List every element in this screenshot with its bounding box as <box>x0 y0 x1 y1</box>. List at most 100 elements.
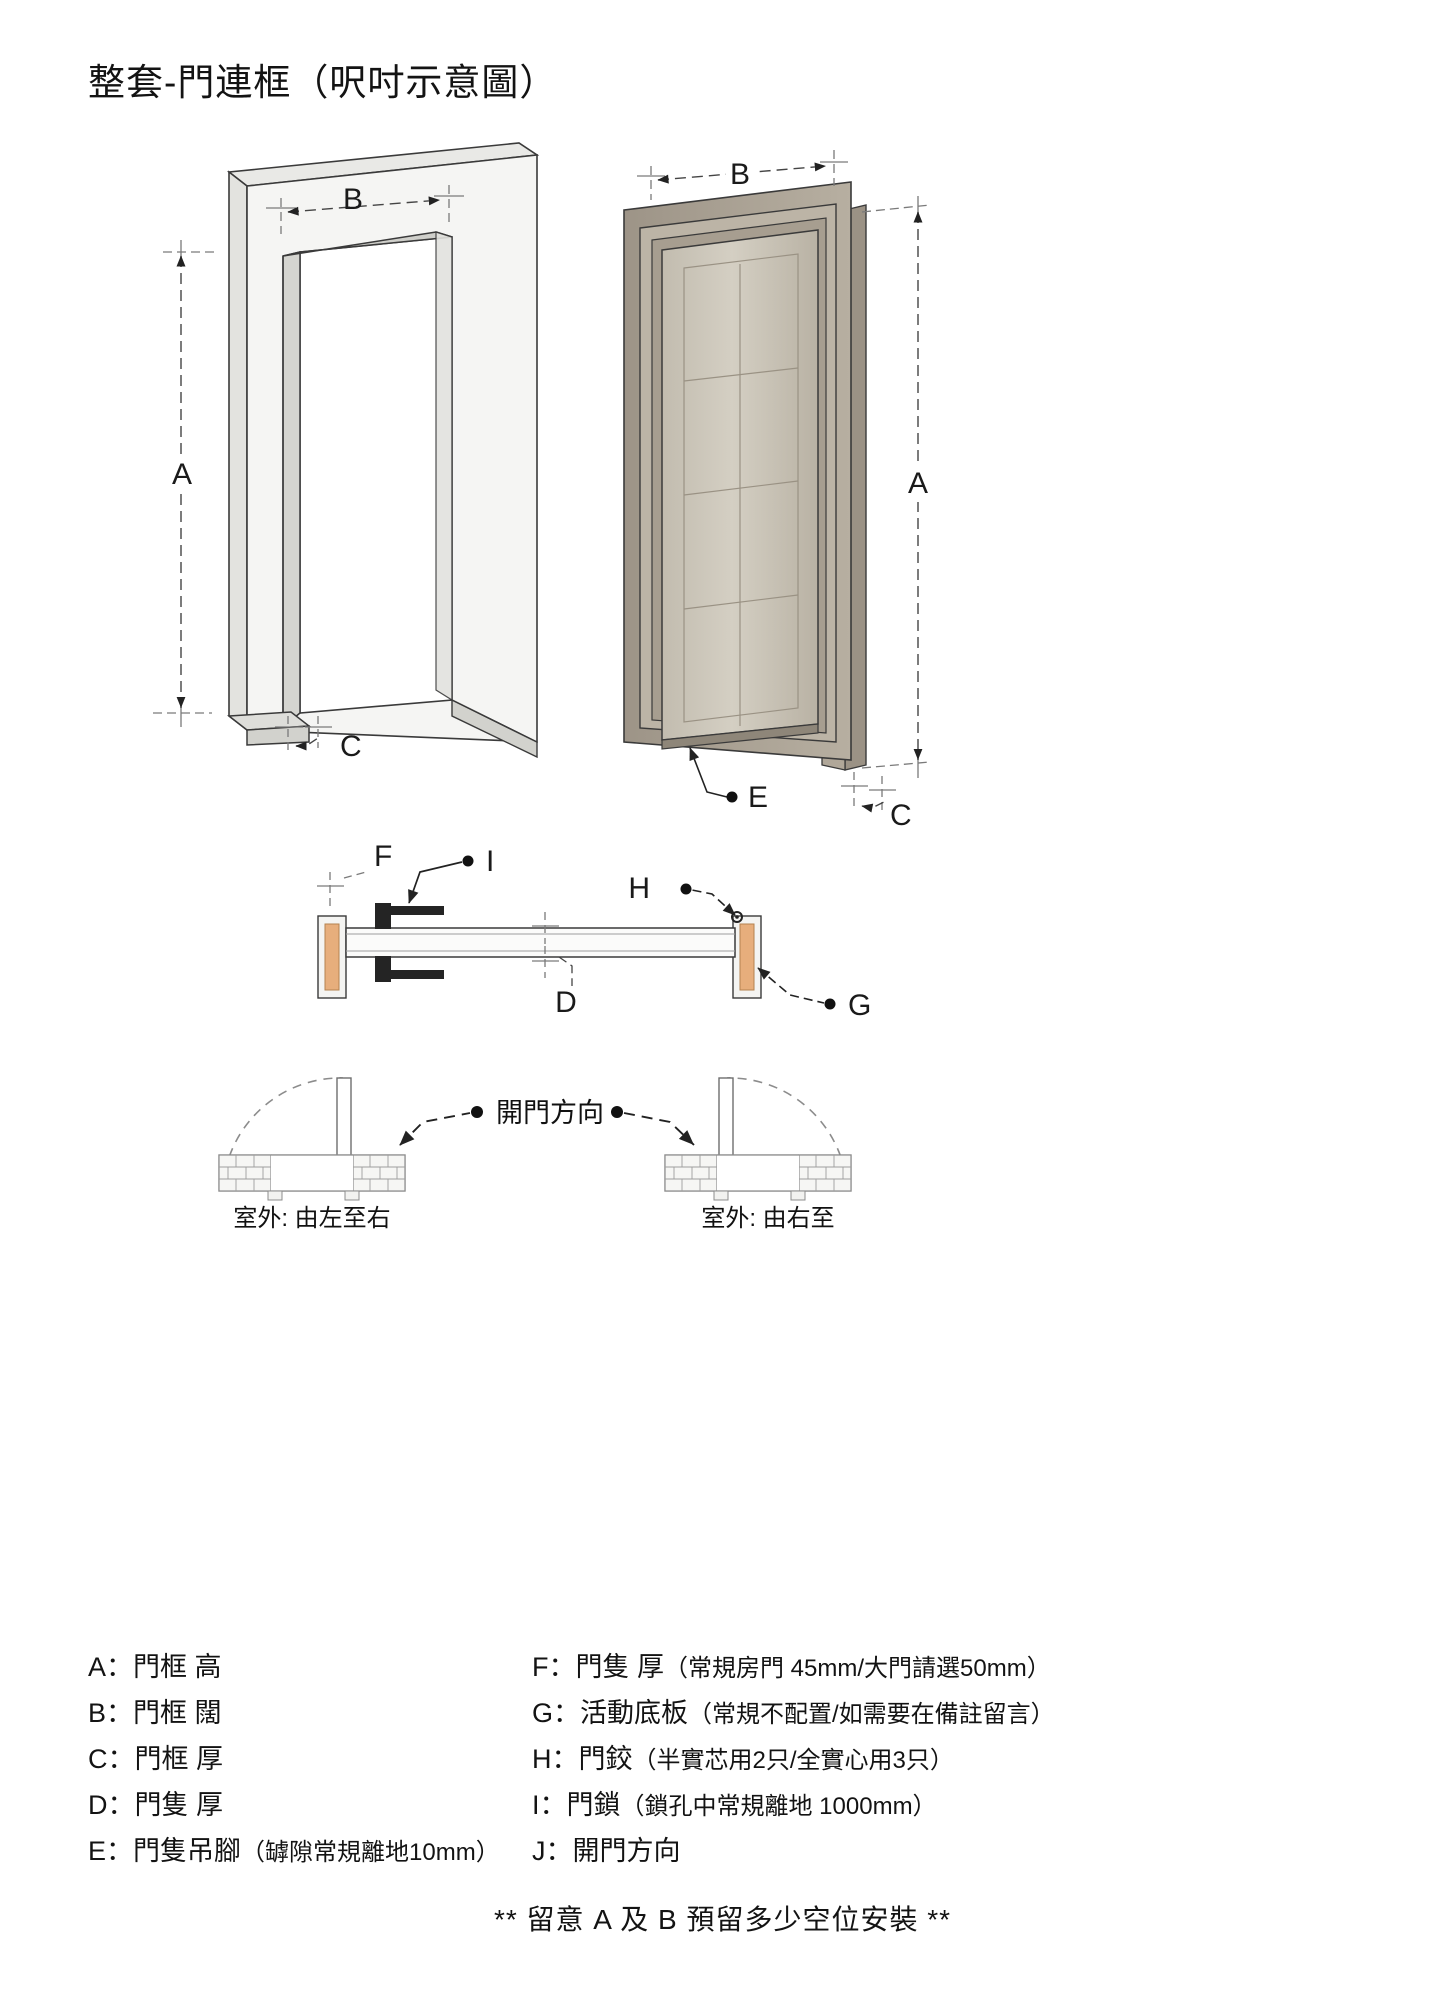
dimension-a-frame: A <box>153 240 218 727</box>
figure-door-section: F I H D <box>317 840 871 1022</box>
legend-text-h: 門鉸 <box>578 1744 633 1774</box>
legend-key-b: B： <box>88 1698 134 1728</box>
legend-item-e: E：門隻吊腳（罅隙常規離地10mm） <box>88 1829 500 1875</box>
leader-e-dot <box>726 791 738 803</box>
dimension-b-door: B <box>637 150 848 200</box>
figure-swing-plans: 室外: 由左至右 <box>218 1077 852 1232</box>
swing-direction-label: 開門方向 <box>496 1098 604 1128</box>
swing-caption-left: 室外: 由左至右 <box>233 1205 390 1232</box>
legend-text-c: 門框 厚 <box>134 1744 224 1774</box>
leader-f-section: F <box>317 840 392 906</box>
swing-arc-left <box>224 1077 344 1173</box>
door-panel-border <box>683 253 799 723</box>
swing-arc-right <box>726 1077 846 1173</box>
dimension-d-section: D <box>532 912 577 1019</box>
swing-plan-right: 室外: 由右至 <box>664 1077 852 1232</box>
legend-key-c: C： <box>88 1744 135 1774</box>
legend-item-f: F：門隻 厚（常規房門 45mm/大門請選50mm） <box>532 1645 1445 1691</box>
swing-brick-right <box>664 1154 852 1192</box>
legend-note-g: （常規不配置/如需要在備註留言） <box>688 1701 1055 1728</box>
leader-e-door: E <box>689 747 768 814</box>
figure-door-assembly: B A E <box>623 150 933 832</box>
swing-arrow-right <box>623 1112 695 1146</box>
legend-block: A：門框 高 B：門框 闊 C：門框 厚 D：門隻 厚 E：門隻吊腳（罅隙常規離… <box>0 1645 1445 1875</box>
legend-text-e: 門隻吊腳 <box>133 1836 242 1866</box>
legend-item-a: A：門框 高 <box>88 1645 470 1691</box>
door-label-e: E <box>748 781 768 814</box>
legend-key-g: G： <box>532 1698 581 1728</box>
door-leaf-bottom-edge <box>661 723 819 750</box>
legend-item-d: D：門隻 厚 <box>88 1783 470 1829</box>
section-right-jamb-wood <box>739 923 755 991</box>
page-title: 整套-門連框（呎吋示意圖） <box>88 62 558 103</box>
door-label-b: B <box>730 158 750 191</box>
legend-note-i: （鎖孔中常規離地 1000mm） <box>620 1793 937 1820</box>
section-left-jamb-wood <box>324 923 340 991</box>
lock-rose-upper <box>375 903 391 929</box>
door-label-a: A <box>908 467 928 500</box>
frame-label-c: C <box>340 730 362 763</box>
legend-item-c: C：門框 厚 <box>88 1737 470 1783</box>
frame-left-side <box>228 170 248 732</box>
leader-h-dot <box>680 883 692 895</box>
legend-key-f: F： <box>532 1652 576 1682</box>
legend-key-e: E： <box>88 1836 134 1866</box>
leader-g-section: G <box>757 967 871 1022</box>
legend-note-e: （罅隙常規離地10mm） <box>241 1839 500 1866</box>
legend-text-d: 門隻 厚 <box>134 1790 224 1820</box>
swing-plan-left: 室外: 由左至右 <box>218 1077 406 1232</box>
legend-key-i: I： <box>532 1790 567 1820</box>
dimension-b-frame: B <box>266 183 464 234</box>
frame-label-b: B <box>343 183 363 216</box>
leader-h-section: H <box>628 872 736 916</box>
section-label-d: D <box>555 986 577 1019</box>
door-panel-groove-h1 <box>683 367 799 382</box>
section-label-i: I <box>486 845 494 878</box>
door-panel-groove-h2 <box>683 480 799 496</box>
swing-direction-callout: 開門方向 <box>399 1098 695 1146</box>
section-label-f: F <box>374 840 392 873</box>
legend-key-d: D： <box>88 1790 135 1820</box>
swing-dot-right <box>611 1106 623 1118</box>
section-label-h: H <box>628 872 650 905</box>
legend-item-h: H：門鉸（半實芯用2只/全實心用3只） <box>532 1737 1445 1783</box>
dimension-a-door: A <box>861 196 933 778</box>
legend-key-j: J： <box>532 1836 573 1866</box>
legend-item-i: I：門鎖（鎖孔中常規離地 1000mm） <box>532 1783 1445 1829</box>
legend-note-f: （常規房門 45mm/大門請選50mm） <box>664 1655 1051 1682</box>
frame-opening <box>299 236 453 714</box>
leader-i-dot <box>462 855 474 867</box>
frame-left-jamb <box>282 251 301 729</box>
legend-text-i: 門鎖 <box>566 1790 621 1820</box>
legend-text-j: 開門方向 <box>572 1836 681 1866</box>
dimension-c-door: C <box>841 772 912 832</box>
lever-handle-lower <box>388 970 444 979</box>
swing-brick-left <box>218 1154 406 1192</box>
legend-text-a: 門框 高 <box>133 1652 222 1682</box>
swing-caption-right: 室外: 由右至 <box>701 1205 834 1232</box>
legend-text-b: 門框 闊 <box>133 1698 222 1728</box>
swing-dot-left <box>471 1106 483 1118</box>
lever-handle-upper <box>388 906 444 915</box>
dimension-c-frame: C <box>275 716 362 763</box>
leader-i-section: I <box>408 845 494 904</box>
door-panel-groove-h3 <box>683 594 799 610</box>
legend-item-b: B：門框 闊 <box>88 1691 470 1737</box>
legend-column-right: F：門隻 厚（常規房門 45mm/大門請選50mm） G：活動底板（常規不配置/… <box>470 1645 1445 1875</box>
legend-column-left: A：門框 高 B：門框 闊 C：門框 厚 D：門隻 厚 E：門隻吊腳（罅隙常規離… <box>0 1645 500 1875</box>
legend-text-g: 活動底板 <box>580 1698 689 1728</box>
section-door-leaf <box>345 927 736 958</box>
legend-note-h: （半實芯用2只/全實心用3只） <box>632 1747 954 1774</box>
door-label-c: C <box>890 799 912 832</box>
leader-g-dot <box>824 998 836 1010</box>
swing-arrow-left <box>399 1112 471 1146</box>
footer-note: ** 留意 A 及 B 預留多少空位安裝 ** <box>493 1904 952 1935</box>
section-label-g: G <box>848 989 871 1022</box>
frame-right-jamb <box>435 231 453 702</box>
hinge-pin <box>731 911 743 923</box>
legend-item-j: J：開門方向 <box>532 1829 1445 1875</box>
legend-text-f: 門隻 厚 <box>575 1652 665 1682</box>
lock-rose-lower <box>375 956 391 982</box>
